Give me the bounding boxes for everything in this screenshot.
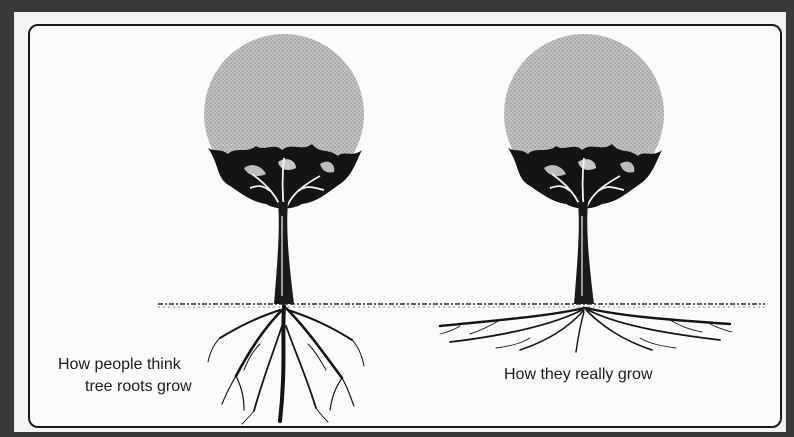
- caption-left-line1: How people think: [58, 354, 192, 376]
- right-trunk: [574, 202, 594, 304]
- tree-deep-roots-icon: [204, 34, 364, 424]
- caption-left: How people think tree roots grow: [58, 354, 192, 398]
- left-canopy: [204, 34, 364, 209]
- caption-right: How they really grow: [504, 364, 653, 386]
- left-trunk: [274, 202, 294, 304]
- right-canopy: [504, 34, 664, 209]
- illustration-panel: How people think tree roots grow How the…: [28, 24, 782, 428]
- image-frame: How people think tree roots grow How the…: [14, 12, 786, 432]
- caption-left-line2: tree roots grow: [58, 376, 192, 398]
- right-shallow-roots: [440, 308, 732, 352]
- ground-line: [158, 304, 765, 307]
- left-deep-roots: [208, 306, 364, 424]
